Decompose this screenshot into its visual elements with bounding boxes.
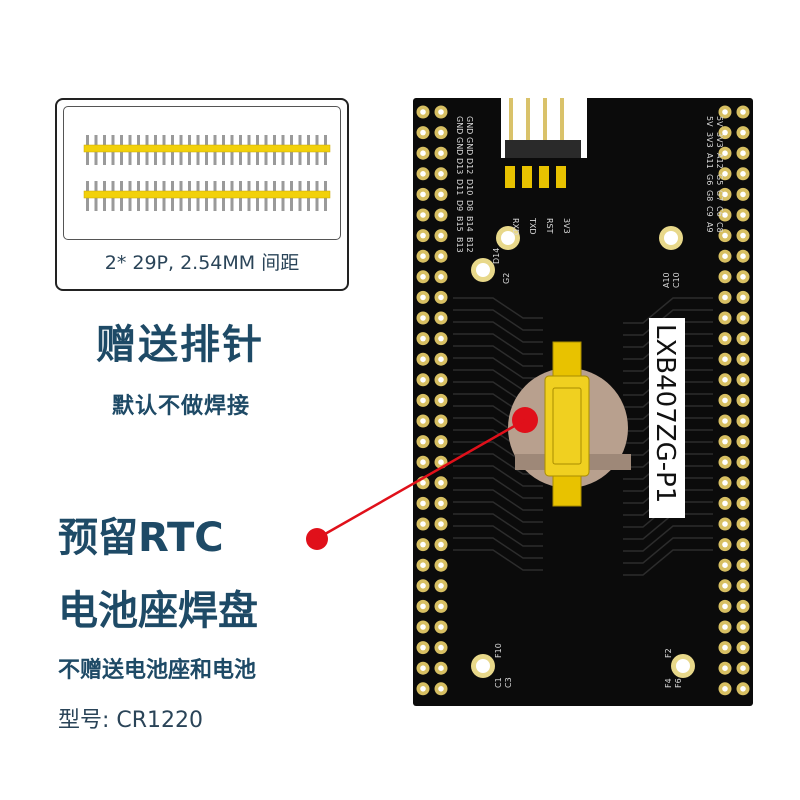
- callout-dot-board: [512, 407, 538, 433]
- pin-label: C8: [715, 222, 724, 233]
- label-g2: G2: [502, 273, 511, 284]
- pin-label: D12: [465, 158, 474, 174]
- pin-label: 5V: [715, 116, 724, 127]
- battery-model: 型号: CR1220: [58, 708, 204, 733]
- board-name: LXB407ZG-P1: [650, 324, 680, 503]
- label-f10: F10: [494, 643, 503, 658]
- pin-label: GND: [465, 137, 474, 155]
- pin-label: A9: [705, 222, 714, 233]
- pin-label: 3V3: [705, 132, 714, 148]
- pin-label: G8: [705, 190, 714, 201]
- pin-label: G7: [715, 190, 724, 201]
- label-c3: C3: [504, 677, 513, 688]
- pin-label: C6: [715, 206, 724, 217]
- pin-label: D10: [465, 179, 474, 195]
- rtc-note: 不赠送电池座和电池: [58, 658, 257, 683]
- pin-header-strip-bottom: [83, 181, 331, 211]
- pcb-graphic: RXD TXD RST 3V3 LXB407ZG-P1 D14 G2 A10 C…: [416, 98, 750, 696]
- label-f6: F6: [674, 678, 683, 688]
- label-c1: C1: [494, 677, 503, 688]
- pin-header-panel: 2* 29P, 2.54MM 间距: [55, 98, 349, 291]
- pin-label: B13: [455, 237, 464, 253]
- label-c10: C10: [672, 272, 681, 288]
- pin-label: 5V: [705, 116, 714, 127]
- pin-header-graphic: [83, 135, 331, 211]
- pin-label: D11: [455, 179, 464, 195]
- label-f2: F2: [664, 648, 673, 658]
- uart-label-rst: RST: [545, 218, 554, 234]
- pin-label: G6: [705, 174, 714, 185]
- pin-label: B15: [455, 216, 464, 232]
- pin-label: D8: [465, 200, 474, 211]
- pin-header-image: [63, 106, 341, 240]
- gift-title: 赠送排针: [96, 322, 264, 368]
- pin-header-strip-top: [83, 135, 331, 165]
- label-d14: D14: [492, 248, 501, 264]
- rtc-battery-holder: [508, 341, 631, 507]
- uart-header: [501, 98, 587, 188]
- rtc-title-line1: 预留RTC: [58, 515, 224, 561]
- pin-label: B12: [465, 237, 474, 253]
- pin-header-spec: 2* 29P, 2.54MM 间距: [104, 252, 300, 274]
- pin-label: GND: [465, 116, 474, 134]
- pin-label: GND: [455, 116, 464, 134]
- uart-label-3v3: 3V3: [562, 218, 571, 234]
- gift-subtitle: 默认不做焊接: [112, 394, 251, 419]
- uart-label-rxd: RXD: [511, 218, 520, 235]
- board-name-box: LXB407ZG-P1: [649, 318, 685, 518]
- pin-label: 3V3: [715, 132, 724, 148]
- pin-label: A12: [715, 153, 724, 169]
- pin-label: C9: [705, 206, 714, 217]
- pin-label: A11: [705, 153, 714, 169]
- pin-label: B14: [465, 216, 474, 232]
- pcb-board: RXD TXD RST 3V3 LXB407ZG-P1 D14 G2 A10 C…: [413, 98, 753, 706]
- pin-label: D9: [455, 200, 464, 211]
- pin-label: GND: [455, 137, 464, 155]
- pin-label: G5: [715, 174, 724, 185]
- uart-label-txd: TXD: [528, 217, 537, 235]
- label-f4: F4: [664, 678, 673, 688]
- callout-dot-left: [306, 528, 328, 550]
- pin-label: D13: [455, 158, 464, 174]
- rtc-title-line2: 电池座焊盘: [58, 588, 258, 634]
- label-a10: A10: [662, 272, 671, 288]
